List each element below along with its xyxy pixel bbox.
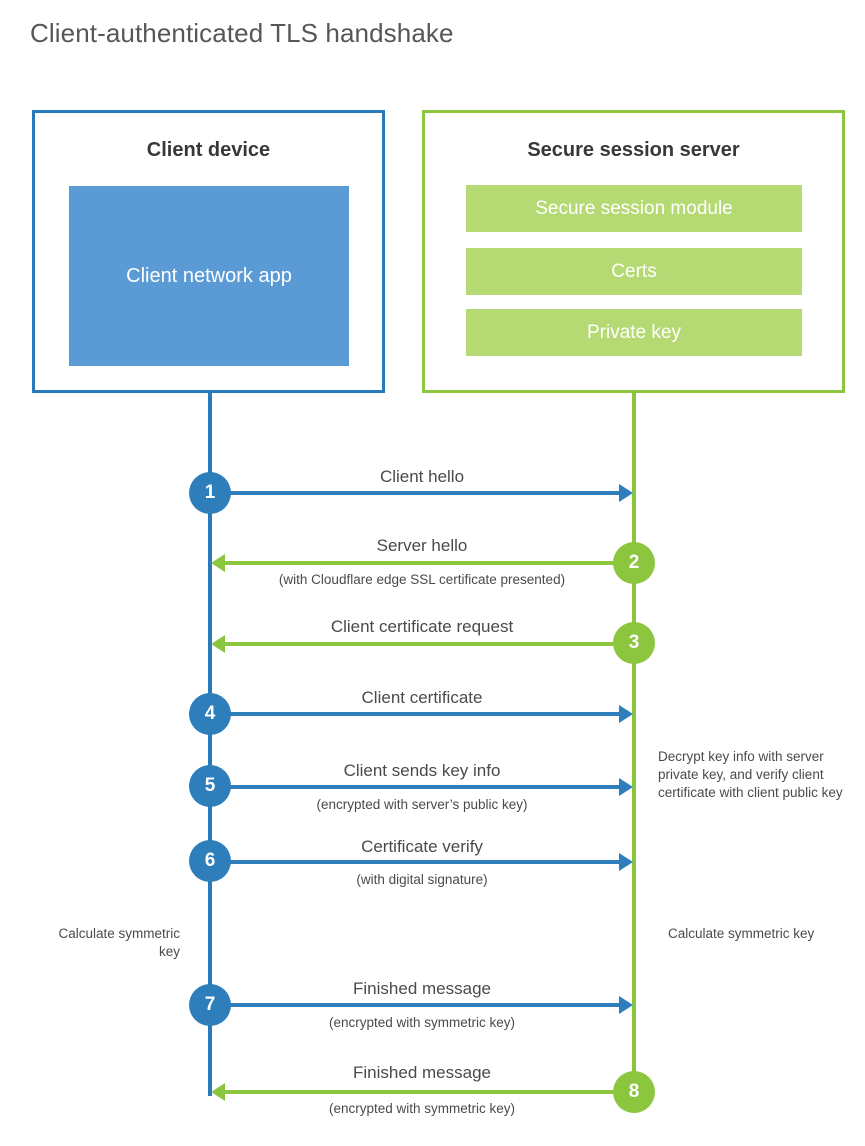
step-1-badge[interactable]: 1 xyxy=(189,472,231,514)
step-2-badge[interactable]: 2 xyxy=(613,542,655,584)
step-3-arrow xyxy=(211,635,634,653)
step-6-label: Certificate verify xyxy=(361,837,483,856)
secure-session-module-block: Secure session module xyxy=(466,185,802,232)
step-1-arrow xyxy=(210,484,633,502)
client-calculate-symmetric-key-note: Calculate symmetric key xyxy=(58,926,180,959)
arrowhead-right-icon xyxy=(619,705,633,723)
private-key-block: Private key xyxy=(466,309,802,356)
step-8-label: Finished message xyxy=(353,1063,491,1082)
step-5-arrow xyxy=(210,778,633,796)
arrowhead-right-icon xyxy=(619,778,633,796)
step-3-badge[interactable]: 3 xyxy=(613,622,655,664)
step-8-sublabel: (encrypted with symmetric key) xyxy=(328,1101,516,1116)
step-8-badge[interactable]: 8 xyxy=(613,1071,655,1113)
step-2-arrow xyxy=(211,554,634,572)
server-decrypt-note: Decrypt key info with server private key… xyxy=(658,749,843,800)
step-6-arrow xyxy=(210,853,633,871)
page-title: Client-authenticated TLS handshake xyxy=(30,18,454,48)
step-7-arrow xyxy=(210,996,633,1014)
arrowhead-left-icon xyxy=(211,554,225,572)
server-lifeline xyxy=(632,392,636,1095)
step-7-badge[interactable]: 7 xyxy=(189,984,231,1026)
client-network-app-block: Client network app xyxy=(69,186,349,366)
arrowhead-left-icon xyxy=(211,1083,225,1101)
step-5-badge[interactable]: 5 xyxy=(189,765,231,807)
step-6-sublabel: (with digital signature) xyxy=(356,872,488,887)
step-4-label: Client certificate xyxy=(361,688,483,707)
secure-session-server-title: Secure session server xyxy=(527,139,740,161)
arrowhead-right-icon xyxy=(619,996,633,1014)
step-1-label: Client hello xyxy=(379,467,465,486)
arrowhead-right-icon xyxy=(619,853,633,871)
step-6-badge[interactable]: 6 xyxy=(189,840,231,882)
step-5-label: Client sends key info xyxy=(343,761,501,780)
step-2-label: Server hello xyxy=(376,536,468,555)
step-8-arrow xyxy=(211,1083,634,1101)
step-4-badge[interactable]: 4 xyxy=(189,693,231,735)
step-4-arrow xyxy=(210,705,633,723)
step-5-sublabel: (encrypted with server’s public key) xyxy=(316,797,528,812)
client-lifeline xyxy=(208,392,212,1096)
step-7-label: Finished message xyxy=(353,979,491,998)
secure-session-server-box: Secure session server Secure session mod… xyxy=(422,110,845,393)
server-calculate-symmetric-key-note: Calculate symmetric key xyxy=(668,926,815,941)
step-7-sublabel: (encrypted with symmetric key) xyxy=(328,1015,516,1030)
step-2-sublabel: (with Cloudflare edge SSL certificate pr… xyxy=(278,572,566,587)
client-device-box: Client device Client network app xyxy=(32,110,385,393)
step-3-label: Client certificate request xyxy=(330,617,514,636)
client-device-title: Client device xyxy=(146,139,271,161)
arrowhead-right-icon xyxy=(619,484,633,502)
certs-block: Certs xyxy=(466,248,802,295)
arrowhead-left-icon xyxy=(211,635,225,653)
